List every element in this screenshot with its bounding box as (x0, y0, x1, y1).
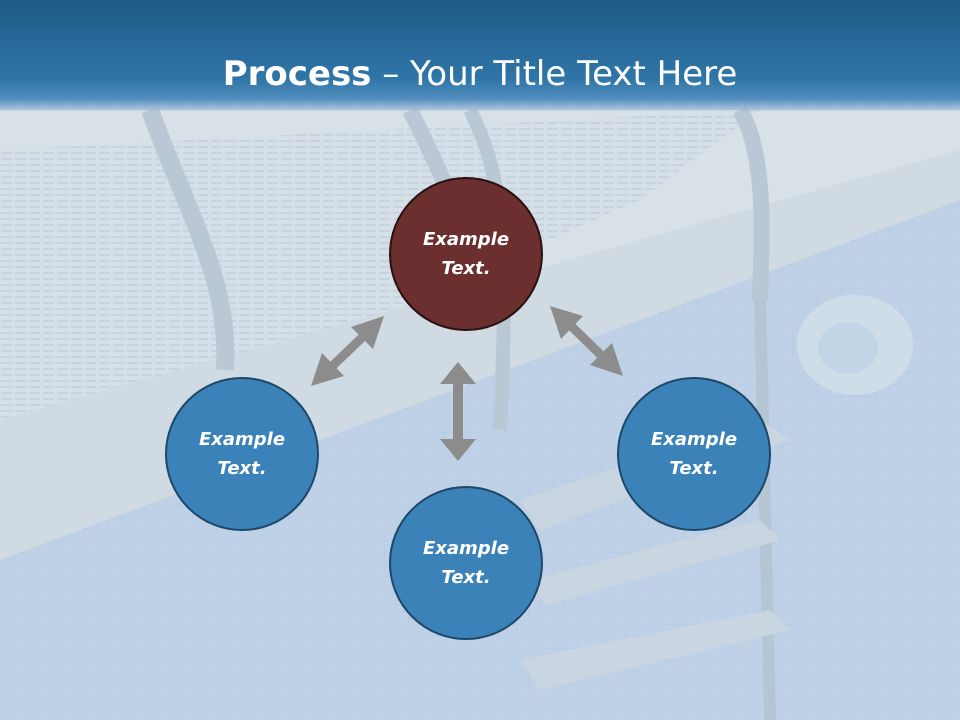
arrow-top-left (311, 316, 384, 386)
node-bottom-line1: Example (422, 538, 510, 559)
node-top-line2: Text. (441, 258, 491, 279)
node-right-line1: Example (650, 429, 738, 450)
node-right-line2: Text. (669, 458, 719, 479)
arrow-top-right (550, 306, 623, 376)
arrow-vertical (440, 362, 476, 461)
node-left-line1: Example (198, 429, 286, 450)
node-left-line2: Text. (217, 458, 267, 479)
slide-title: Process – Your Title Text Here (0, 52, 960, 96)
node-bottom-line2: Text. (441, 567, 491, 588)
node-top-line1: Example (422, 229, 510, 250)
title-bold: Process (222, 54, 372, 94)
title-rest: – Your Title Text Here (371, 54, 738, 94)
title-bar (0, 0, 960, 112)
